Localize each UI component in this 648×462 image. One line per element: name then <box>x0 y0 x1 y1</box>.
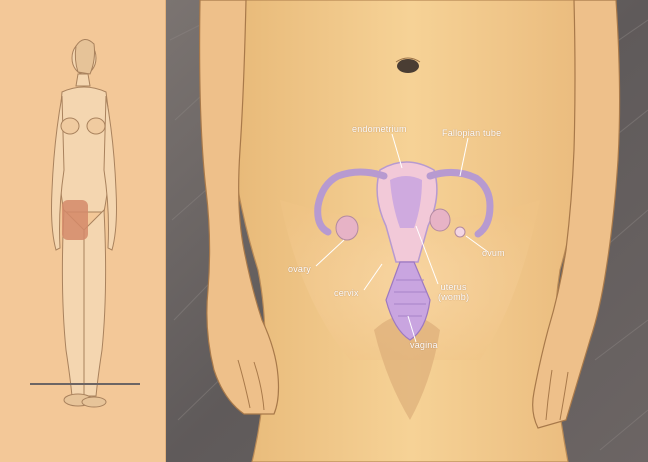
label-uterus-line2: (womb) <box>438 292 469 302</box>
label-cervix: cervix <box>334 288 359 298</box>
ovary-right <box>430 209 450 231</box>
label-ovary: ovary <box>288 264 311 274</box>
label-fallopian-tube: Fallopian tube <box>442 128 501 138</box>
label-uterus: uterus (womb) <box>438 282 469 302</box>
label-vagina: vagina <box>410 340 438 350</box>
navel <box>397 59 419 73</box>
highlight-region <box>62 200 88 240</box>
label-ovum: ovum <box>482 248 505 258</box>
ovary <box>336 216 358 240</box>
ovum-dot <box>455 227 465 237</box>
label-uterus-line1: uterus <box>438 282 469 292</box>
label-endometrium: endometrium <box>352 124 407 134</box>
